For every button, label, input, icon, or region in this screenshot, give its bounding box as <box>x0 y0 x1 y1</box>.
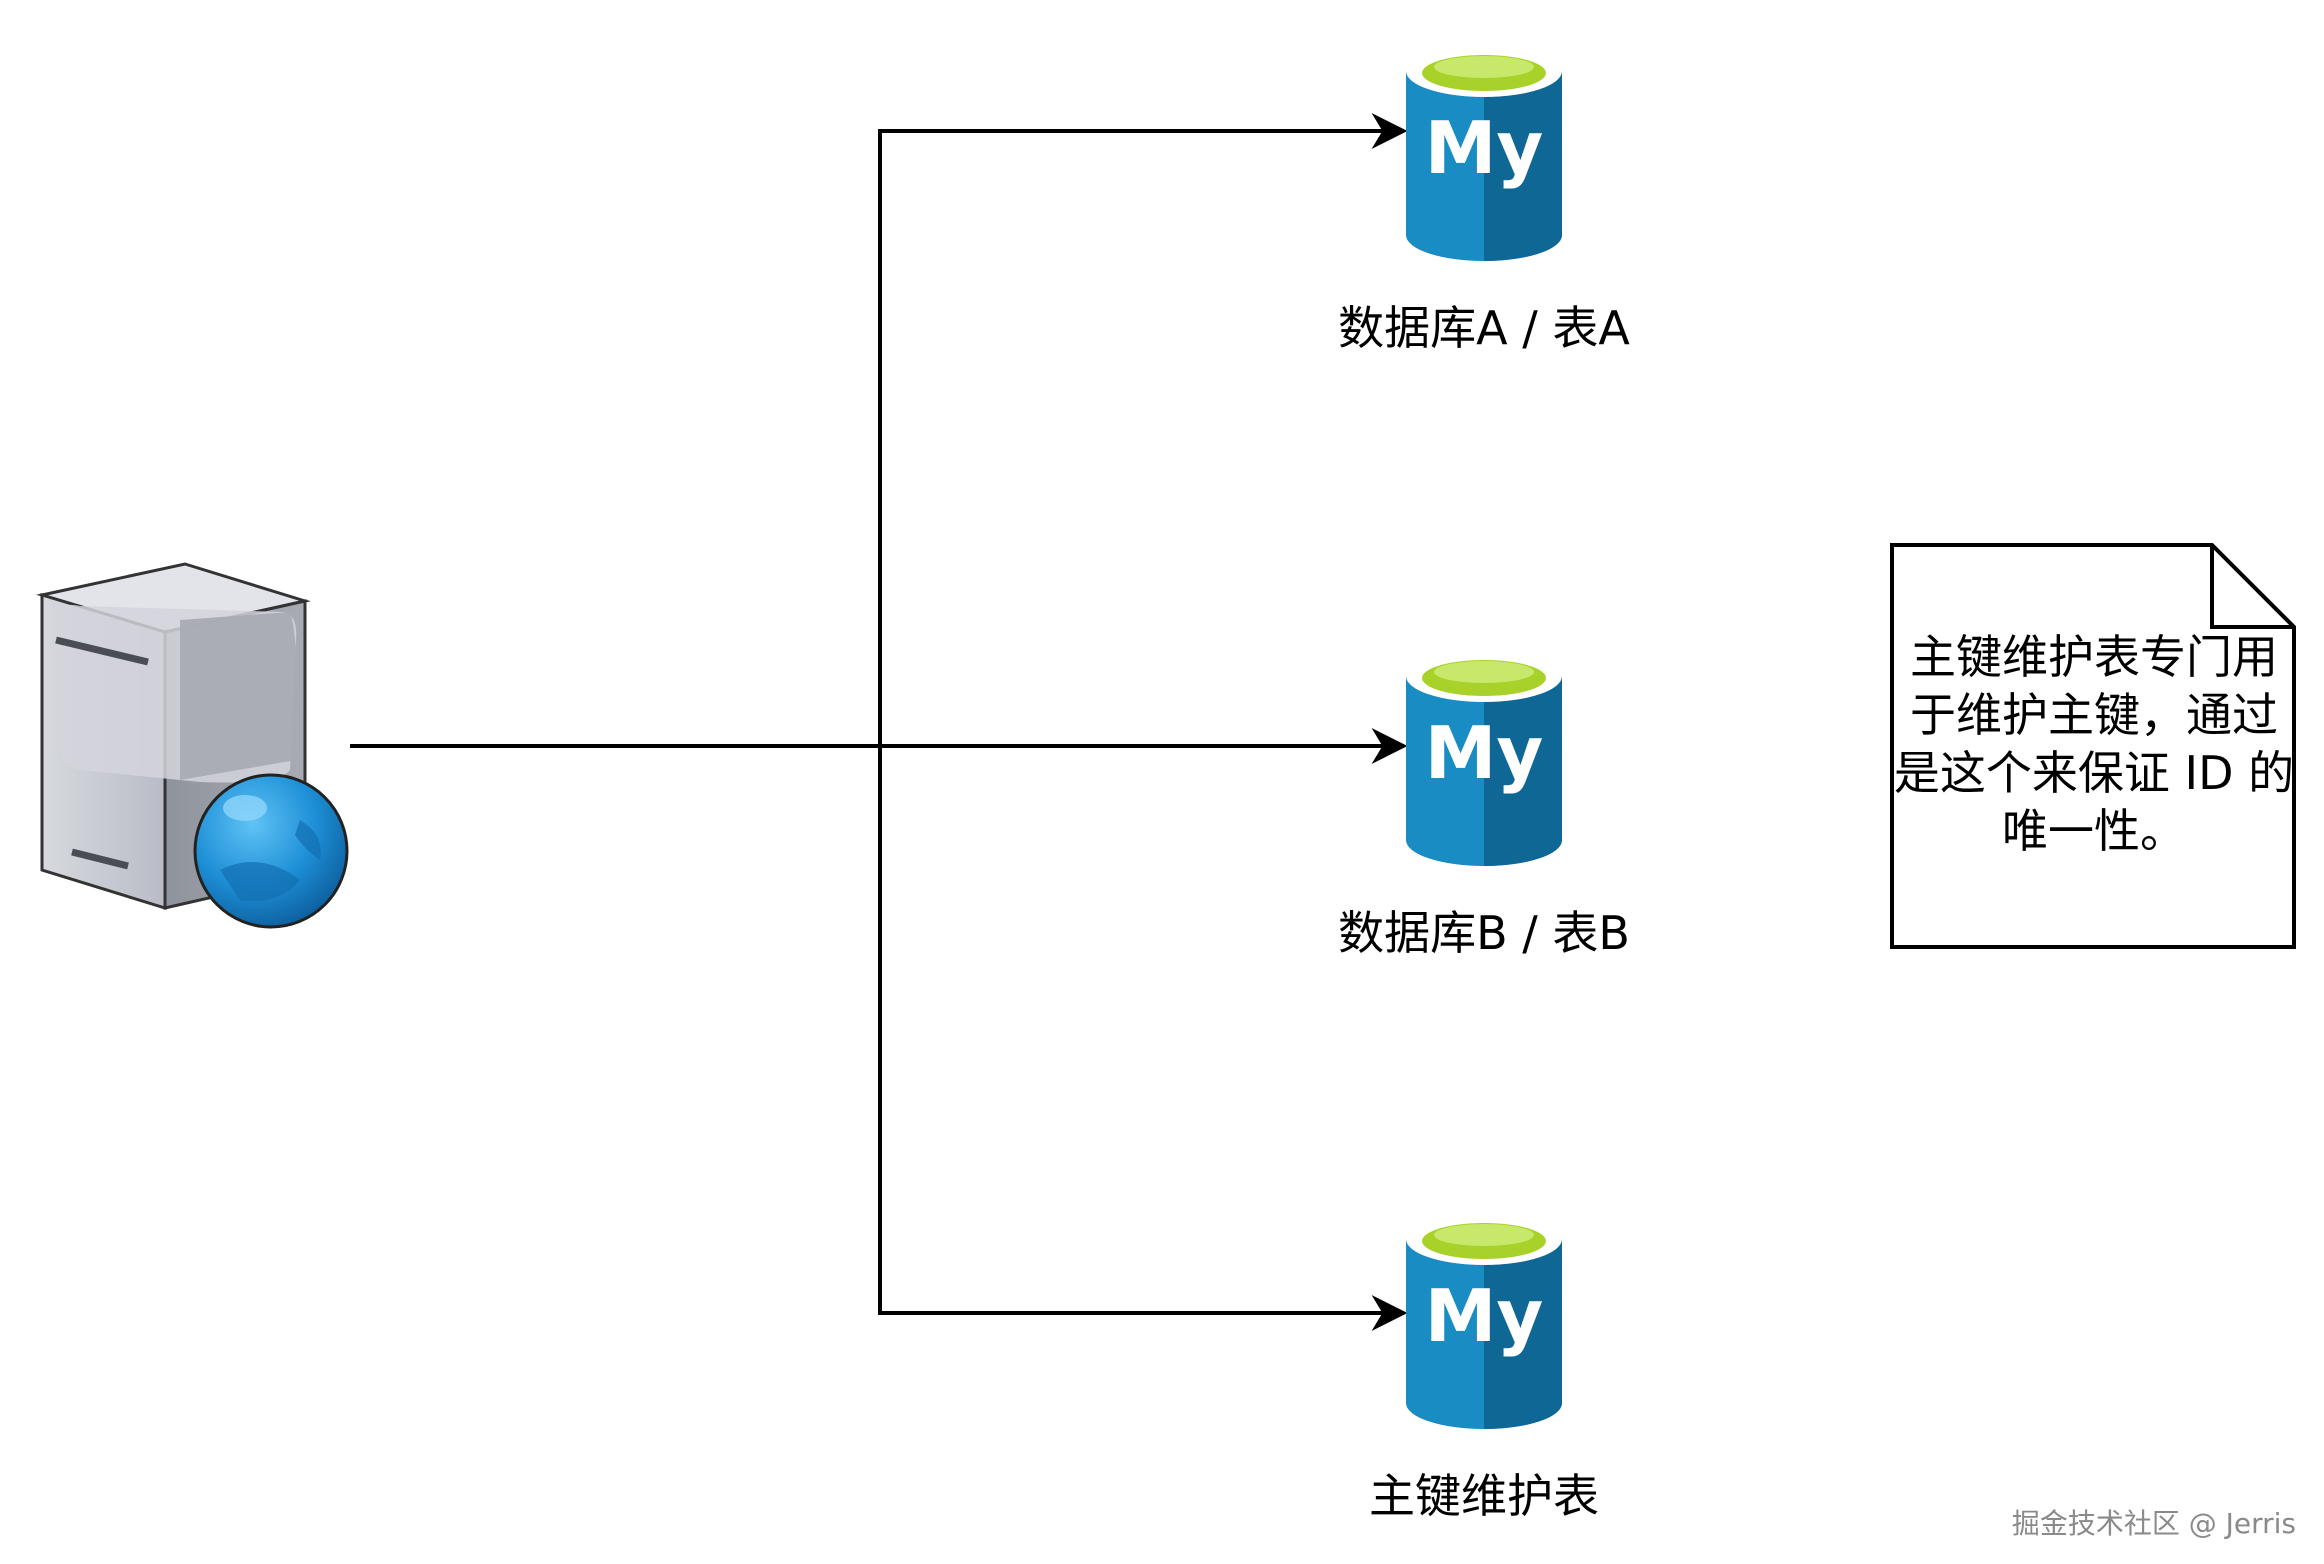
db-a-logo: My <box>1425 106 1544 190</box>
db-b-icon: My <box>1406 650 1562 866</box>
connectors <box>350 113 1408 1331</box>
connector-to-db-a <box>878 113 1408 746</box>
db-pk-icon: My <box>1406 1213 1562 1429</box>
db-pk-logo: My <box>1425 1274 1544 1358</box>
watermark: 掘金技术社区 @ Jerris <box>2011 1507 2296 1540</box>
db-a-icon: My <box>1406 45 1562 261</box>
server-globe-icon <box>36 562 349 929</box>
note-text: 主键维护表专门用于维护主键，通过是这个来保证 ID 的唯一性。 <box>1893 630 2295 858</box>
db-a-label: 数据库A / 表A <box>1338 301 1630 355</box>
db-b-label: 数据库B / 表B <box>1338 906 1630 960</box>
note-shape <box>1890 543 2296 949</box>
connector-to-db-pk <box>878 746 1408 1331</box>
globe-icon <box>193 773 349 929</box>
db-b-logo: My <box>1425 711 1544 795</box>
db-pk-label: 主键维护表 <box>1369 1469 1599 1523</box>
